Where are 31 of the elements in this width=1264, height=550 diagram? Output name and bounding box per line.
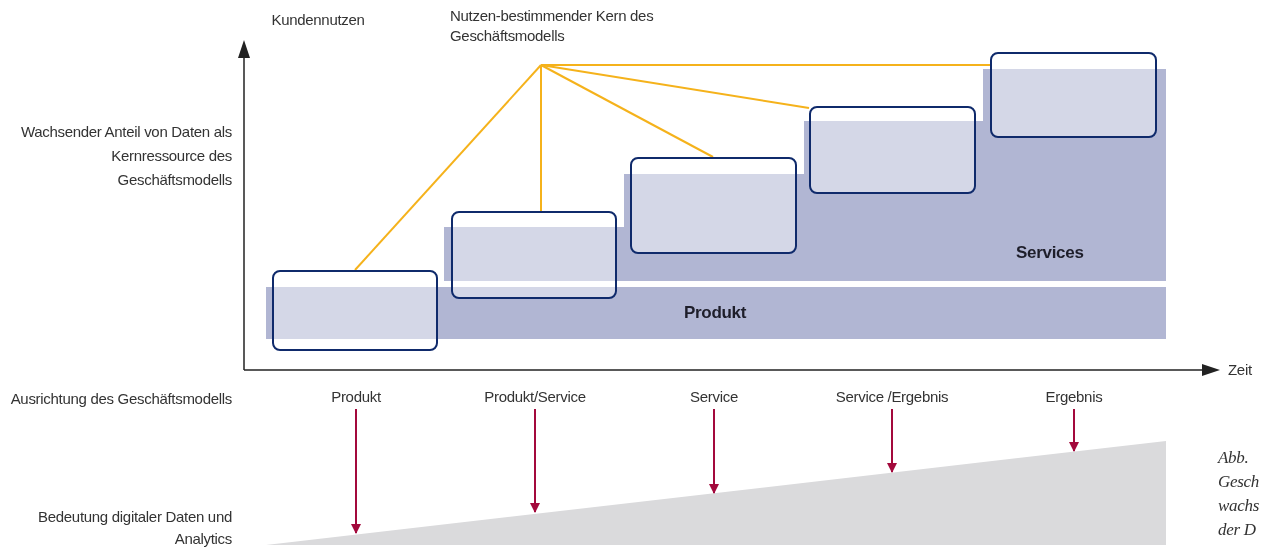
orientation-label: Produkt/Service: [455, 387, 615, 409]
caption-text: Gesch: [1218, 472, 1260, 492]
caption-text: Abb.: [1218, 448, 1250, 468]
orientation-label: Service /Ergebnis: [812, 387, 972, 409]
step-frame: [272, 270, 438, 351]
orientation-label: Ergebnis: [1024, 387, 1124, 409]
band-label: Produkt: [684, 303, 747, 323]
core-heading: Nutzen-bestimmender Kern des Geschäftsmodells: [440, 6, 700, 65]
connector-line: [540, 64, 542, 212]
arrow: [1069, 408, 1079, 452]
connector-line: [540, 64, 991, 66]
arrow: [351, 408, 361, 534]
row-label: Bedeutung digitaler Daten und Analytics: [37, 507, 232, 549]
arrow: [887, 408, 897, 473]
orientation-label: Produkt: [306, 387, 406, 409]
orientation-label: Service: [664, 387, 764, 409]
step-frame: [990, 52, 1157, 138]
band-label: Services: [1016, 243, 1084, 263]
caption-text: der D: [1218, 520, 1257, 540]
connector-line: [354, 64, 542, 271]
axis-label: Zeit: [1228, 360, 1253, 380]
connector-line: [540, 64, 714, 158]
step-frame: [451, 211, 617, 299]
arrow: [709, 408, 719, 494]
product-band: [266, 287, 1166, 339]
services-steps: [444, 69, 1166, 281]
row-label: Ausrichtung des Geschäftsmodells: [9, 389, 232, 409]
caption-text: wachs: [1218, 496, 1260, 516]
axis-note: Wachsender Anteil von Daten als Kernressource des Geschäftsmodells: [19, 122, 232, 190]
arrow: [530, 408, 540, 513]
axis-label: Kundennutzen: [270, 10, 366, 30]
